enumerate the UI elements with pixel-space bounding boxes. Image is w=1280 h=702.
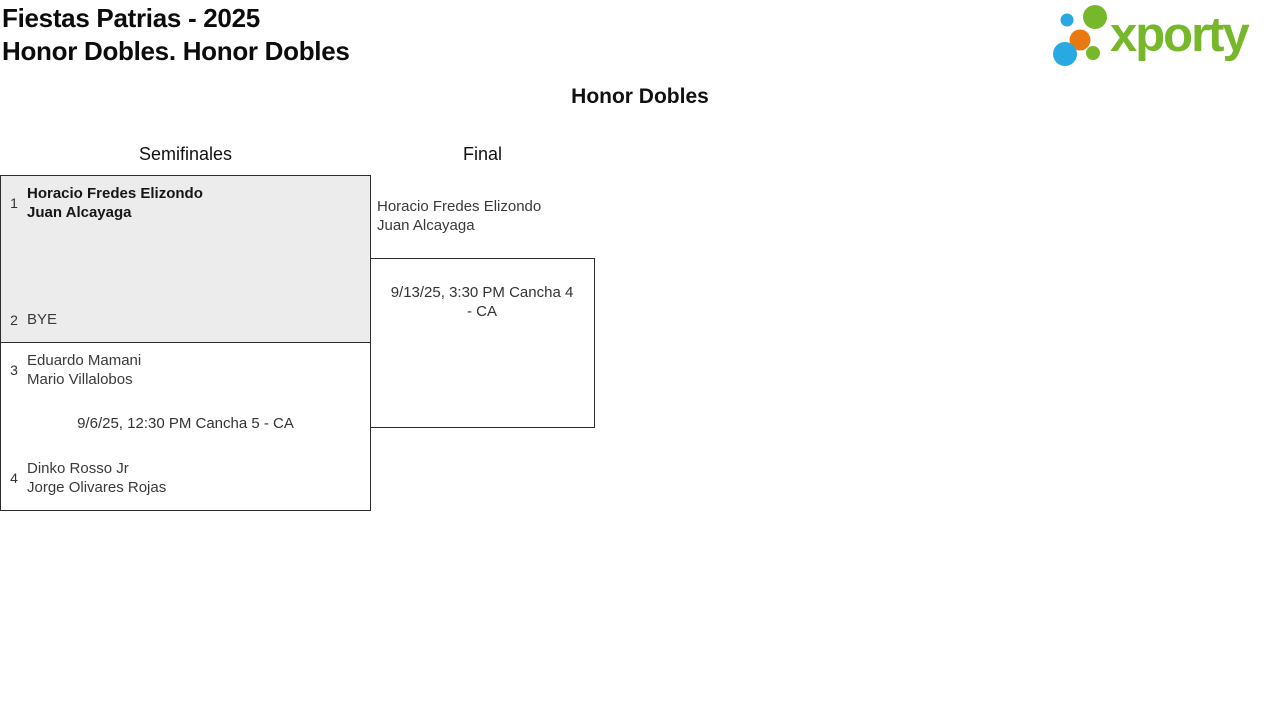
team-players: Horacio Fredes Elizondo Juan Alcayaga bbox=[27, 184, 203, 222]
final-slot1-team: Horacio Fredes Elizondo Juan Alcayaga bbox=[377, 197, 541, 235]
match-semifinal-1[interactable]: 1 Horacio Fredes Elizondo Juan Alcayaga … bbox=[0, 175, 371, 343]
round-header-final: Final bbox=[462, 144, 502, 164]
match-semifinal-2[interactable]: 3 Eduardo Mamani Mario Villalobos 9/6/25… bbox=[0, 341, 371, 511]
team-players: BYE bbox=[27, 310, 57, 329]
seed-number: 4 bbox=[10, 469, 18, 486]
match-schedule: 9/6/25, 12:30 PM Cancha 5 - CA bbox=[77, 415, 294, 432]
player-name: Dinko Rosso Jr bbox=[27, 459, 129, 477]
team-players: Eduardo Mamani Mario Villalobos bbox=[27, 351, 141, 389]
player-name: Horacio Fredes Elizondo bbox=[377, 198, 542, 215]
player-name: Jorge Olivares Rojas bbox=[27, 478, 167, 496]
page-header: Fiestas Patrias - 2025 Honor Dobles. Hon… bbox=[2, 2, 350, 68]
round-header-semifinales: Semifinales bbox=[138, 144, 233, 164]
player-name: Juan Alcayaga bbox=[27, 204, 132, 221]
seed-number: 2 bbox=[10, 311, 18, 328]
page-title: Fiestas Patrias - 2025 bbox=[2, 3, 260, 33]
bye-label: BYE bbox=[27, 311, 58, 328]
team-row: 2 BYE bbox=[1, 310, 370, 329]
team-players: Dinko Rosso Jr Jorge Olivares Rojas bbox=[27, 459, 166, 497]
seed-number: 1 bbox=[10, 195, 18, 211]
match-schedule: 9/13/25, 3:30 PM Cancha 4 - CA bbox=[390, 284, 574, 320]
player-name: Mario Villalobos bbox=[27, 370, 133, 388]
player-name: Horacio Fredes Elizondo bbox=[27, 185, 203, 202]
page-subtitle: Honor Dobles. Honor Dobles bbox=[2, 36, 350, 66]
match-final[interactable]: 9/13/25, 3:30 PM Cancha 4 - CA bbox=[369, 258, 595, 428]
player-name: Eduardo Mamani bbox=[27, 351, 142, 369]
team-row: 4 Dinko Rosso Jr Jorge Olivares Rojas bbox=[1, 459, 370, 497]
team-row: 1 Horacio Fredes Elizondo Juan Alcayaga bbox=[1, 184, 370, 222]
logo-wordmark: xporty bbox=[1110, 8, 1250, 62]
bracket-title: Honor Dobles bbox=[571, 85, 709, 108]
player-name: Juan Alcayaga bbox=[377, 217, 475, 234]
team-row: 3 Eduardo Mamani Mario Villalobos bbox=[1, 351, 370, 389]
logo-dots-icon bbox=[1053, 5, 1107, 66]
xporty-logo[interactable]: xporty bbox=[1048, 2, 1280, 70]
seed-number: 3 bbox=[10, 361, 18, 378]
